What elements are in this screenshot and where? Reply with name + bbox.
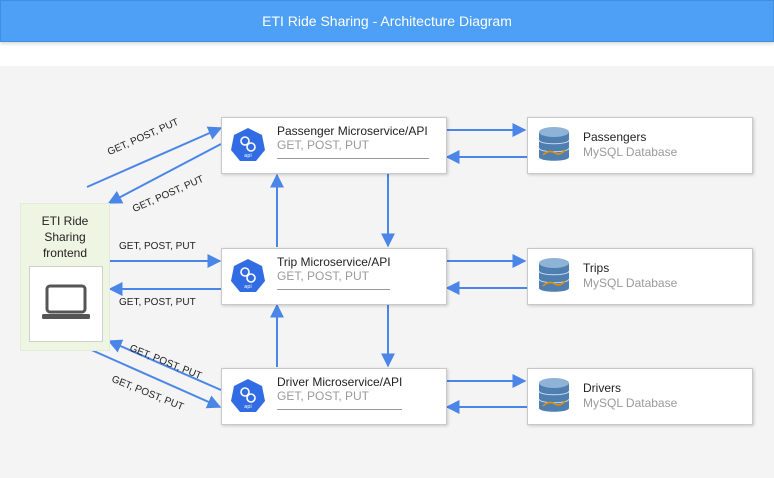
database-type: MySQL Database bbox=[583, 145, 678, 159]
icon-caption: api bbox=[244, 153, 252, 159]
frontend-label-line-1: ETI Ride bbox=[41, 214, 89, 228]
kubernetes-api-icon: api bbox=[231, 379, 265, 412]
mysql-database-icon bbox=[538, 258, 570, 292]
database-type: MySQL Database bbox=[583, 276, 678, 290]
mysql-database-icon bbox=[538, 127, 570, 161]
edge-label-trip-in: GET, POST, PUT bbox=[119, 241, 196, 252]
arrow-frontend-to-driver bbox=[86, 347, 222, 409]
frontend-label-line-3: frontend bbox=[42, 246, 88, 260]
service-box-trip: api Trip Microservice/API GET, POST, PUT bbox=[221, 248, 447, 305]
frontend-label: ETI Ride Sharing frontend bbox=[21, 213, 109, 261]
database-type: MySQL Database bbox=[583, 396, 678, 410]
service-name: Passenger Microservice/API bbox=[277, 124, 428, 138]
divider bbox=[277, 158, 429, 159]
edge-label-trip-out: GET, POST, PUT bbox=[119, 297, 196, 308]
mysql-database-icon bbox=[538, 378, 570, 412]
kubernetes-api-icon: api bbox=[231, 259, 265, 292]
icon-caption: api bbox=[244, 404, 252, 410]
divider bbox=[277, 409, 402, 410]
service-methods: GET, POST, PUT bbox=[277, 269, 370, 283]
database-name: Drivers bbox=[583, 381, 621, 395]
service-methods: GET, POST, PUT bbox=[277, 389, 370, 403]
arrow-driver-to-frontend bbox=[107, 339, 222, 391]
arrow-passenger-to-frontend bbox=[107, 143, 222, 204]
frontend-node: ETI Ride Sharing frontend bbox=[20, 203, 110, 351]
frontend-icon-frame bbox=[29, 266, 103, 342]
service-name: Trip Microservice/API bbox=[277, 255, 391, 269]
service-name: Driver Microservice/API bbox=[277, 375, 403, 389]
database-box-drivers: Drivers MySQL Database bbox=[527, 368, 753, 425]
laptop-icon bbox=[42, 284, 90, 319]
kubernetes-api-icon: api bbox=[231, 128, 265, 161]
divider bbox=[277, 289, 390, 290]
database-name: Trips bbox=[583, 261, 610, 275]
database-name: Passengers bbox=[583, 130, 647, 144]
service-box-driver: api Driver Microservice/API GET, POST, P… bbox=[221, 368, 447, 425]
service-methods: GET, POST, PUT bbox=[277, 138, 370, 152]
service-box-passenger: api Passenger Microservice/API GET, POST… bbox=[221, 117, 447, 174]
diagram-title: ETI Ride Sharing - Architecture Diagram bbox=[0, 0, 774, 42]
icon-caption: api bbox=[244, 284, 252, 290]
database-box-trips: Trips MySQL Database bbox=[527, 248, 753, 305]
arrow-frontend-to-passenger bbox=[86, 126, 223, 188]
frontend-label-line-2: Sharing bbox=[44, 230, 86, 244]
database-box-passengers: Passengers MySQL Database bbox=[527, 117, 753, 174]
